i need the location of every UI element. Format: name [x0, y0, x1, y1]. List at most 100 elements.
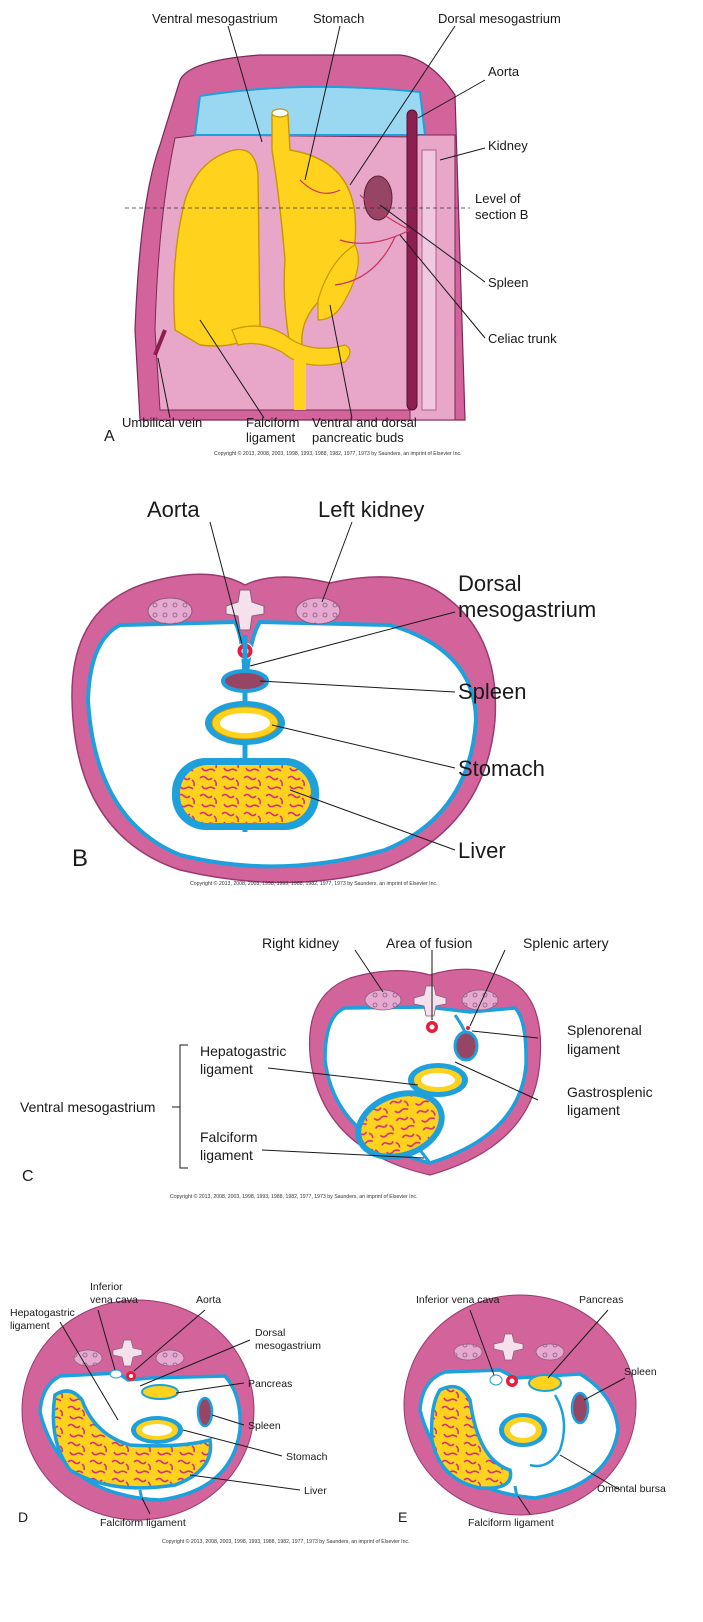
label-dorsal-b-1: Dorsal	[458, 571, 522, 596]
duodenum-a	[231, 325, 351, 366]
panel-b: Aorta Left kidney Dorsal mesogastrium Sp…	[71, 497, 596, 887]
label-splenic-artery: Splenic artery	[523, 935, 609, 951]
spleen-c	[453, 1030, 479, 1062]
label-celiac-trunk: Celiac trunk	[488, 331, 557, 346]
vertebra-e	[493, 1333, 524, 1361]
label-spleen-e: Spleen	[624, 1366, 657, 1378]
panel-letter-d: D	[18, 1509, 28, 1525]
label-ivc-d-2: vena cava	[90, 1294, 138, 1306]
pancreas-e	[528, 1374, 562, 1392]
copyright-c: Copyright © 2013, 2008, 2003, 1998, 1993…	[170, 1193, 418, 1200]
bracket-c	[172, 1044, 188, 1169]
kidney-right-d	[73, 1349, 103, 1367]
kidney-left-e	[535, 1343, 565, 1361]
label-liver-d: Liver	[304, 1485, 327, 1497]
label-gastrosplenic-2: ligament	[567, 1102, 620, 1118]
label-hepatogastric-d-1: Hepatogastric	[10, 1307, 75, 1319]
pancreatic-bud-a	[317, 244, 359, 321]
label-splenorenal-1: Splenorenal	[567, 1022, 642, 1038]
label-falciform-e: Falciform ligament	[468, 1517, 554, 1529]
cavity-roof	[193, 85, 427, 136]
spleen-d	[196, 1396, 214, 1428]
label-falciform-c-1: Falciform	[200, 1129, 258, 1145]
label-left-kidney-b: Left kidney	[318, 497, 424, 522]
label-level-1: Level of	[475, 191, 521, 206]
aorta-a	[406, 109, 418, 411]
kidney-right-c	[364, 989, 402, 1011]
umbilical-vein-a	[153, 329, 167, 356]
spleen-e	[570, 1391, 590, 1425]
label-spleen-a: Spleen	[488, 275, 528, 290]
label-kidney-a: Kidney	[488, 138, 528, 153]
splenic-artery-c	[466, 1026, 470, 1030]
dorsal-mesentery-c	[453, 1014, 467, 1033]
kidney-left-b	[147, 597, 193, 625]
liver-inner-b	[180, 765, 311, 823]
leader-lines-e	[469, 1309, 626, 1515]
liver-e	[429, 1384, 513, 1490]
label-dorsal-d-2: mesogastrium	[255, 1340, 321, 1352]
label-level-2: section B	[475, 207, 528, 222]
panel-c: Right kidney Area of fusion Splenic arte…	[20, 935, 653, 1200]
celiac-vessels-a	[299, 179, 411, 286]
kidney-left-d	[155, 1349, 185, 1367]
omental-bursa-e	[529, 1394, 566, 1468]
aorta-lumen-e	[509, 1378, 515, 1384]
label-stomach-d: Stomach	[286, 1451, 328, 1463]
copyright-b: Copyright © 2013, 2008, 2003, 1998, 1993…	[190, 880, 438, 887]
leader-lines-a	[157, 25, 486, 419]
label-dorsal-d-1: Dorsal	[255, 1327, 285, 1339]
kidney-left-c	[461, 989, 499, 1011]
panel-d: Inferior vena cava Aorta Hepatogastric l…	[10, 1281, 328, 1529]
label-pancreas-e: Pancreas	[579, 1294, 623, 1306]
esophagus-top	[271, 108, 289, 118]
label-falciform-a-2: ligament	[246, 430, 296, 445]
label-dorsal-mesogastrium-a: Dorsal mesogastrium	[438, 11, 561, 26]
label-dorsal-b-2: mesogastrium	[458, 597, 596, 622]
vertebra-d	[112, 1339, 143, 1367]
label-ventral-mesogastrium-a: Ventral mesogastrium	[152, 11, 278, 26]
leader-lines-d	[59, 1309, 301, 1515]
label-ivc-e: Inferior vena cava	[416, 1294, 500, 1306]
leader-lines-c	[261, 949, 539, 1159]
label-aorta-a: Aorta	[488, 64, 520, 79]
falciform-e	[513, 1485, 519, 1498]
liver-inner-c	[361, 1096, 439, 1154]
kidney-right-e	[453, 1343, 483, 1361]
label-ventral-mesogastrium-c: Ventral mesogastrium	[20, 1099, 155, 1115]
aorta-lumen-d	[129, 1374, 133, 1378]
stomach-lumen-d	[142, 1424, 172, 1436]
label-area-of-fusion: Area of fusion	[386, 935, 472, 951]
label-falciform-d: Falciform ligament	[100, 1517, 186, 1529]
falciform-c	[418, 1149, 432, 1164]
label-hepatogastric-d-2: ligament	[10, 1320, 50, 1332]
label-liver-b: Liver	[458, 838, 506, 863]
liver-d	[51, 1389, 213, 1490]
leader-lines-b	[209, 521, 456, 851]
label-right-kidney-c: Right kidney	[262, 935, 339, 951]
liver-a	[173, 148, 261, 347]
spleen-a	[363, 175, 393, 221]
stomach-lumen-b	[220, 713, 270, 733]
stomach-lumen-e	[510, 1422, 536, 1438]
ivc-e	[489, 1374, 503, 1386]
vertebra-c	[413, 985, 447, 1017]
copyright-bottom: Copyright © 2013, 2008, 2003, 1998, 1993…	[162, 1538, 410, 1545]
label-omental-bursa: Omental bursa	[597, 1483, 666, 1495]
label-hepatogastric-c-1: Hepatogastric	[200, 1043, 286, 1059]
label-stomach-a: Stomach	[313, 11, 364, 26]
label-aorta-d: Aorta	[196, 1294, 221, 1306]
label-umbilical-vein: Umbilical vein	[122, 415, 202, 430]
label-ivc-d-1: Inferior	[90, 1281, 123, 1293]
label-aorta-b: Aorta	[147, 497, 200, 522]
panel-letter-a: A	[104, 428, 115, 445]
stomach-lumen-c	[421, 1073, 455, 1087]
kidney-shape-a	[421, 149, 437, 411]
label-spleen-b: Spleen	[458, 679, 527, 704]
label-stomach-b: Stomach	[458, 756, 545, 781]
label-buds-2: pancreatic buds	[312, 430, 404, 445]
panel-letter-e: E	[398, 1509, 407, 1525]
panel-letter-c: C	[22, 1168, 34, 1185]
panel-e: Inferior vena cava Pancreas Spleen Oment…	[398, 1294, 666, 1529]
